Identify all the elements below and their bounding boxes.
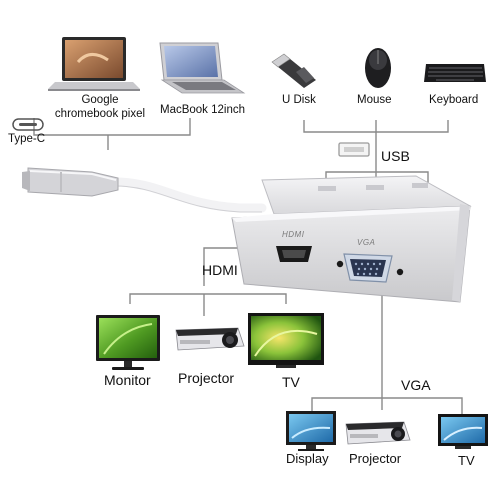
vga-group-label: VGA	[401, 377, 431, 393]
projector-icon	[176, 328, 244, 350]
usb-group-label: USB	[381, 148, 410, 164]
keyboard-label: Keyboard	[429, 94, 478, 107]
macbook-laptop-icon	[160, 43, 244, 93]
vga-projector-icon	[346, 422, 410, 444]
udisk-label: U Disk	[282, 94, 316, 107]
hdmi-tv-label: TV	[282, 374, 300, 390]
chromebook-label-line2: chromebook pixel	[40, 108, 160, 121]
vga-projector-label: Projector	[349, 452, 401, 467]
type-c-connector-icon	[13, 119, 43, 130]
hdmi-port	[276, 246, 312, 262]
chromebook-label-line1: Google	[40, 94, 160, 107]
usb-flash-drive-icon	[272, 54, 316, 88]
keyboard-icon	[424, 64, 486, 82]
monitor-icon	[96, 315, 160, 370]
usb-port-icon	[339, 143, 369, 156]
hdmi-group-label: HDMI	[202, 262, 238, 278]
mouse-icon	[365, 48, 391, 88]
type-c-cable	[22, 168, 262, 212]
adapter-hdmi-port-label: HDMI	[282, 230, 304, 239]
adapter-vga-port-label: VGA	[357, 238, 375, 247]
display-icon	[286, 411, 336, 451]
display-label: Display	[286, 452, 329, 467]
mouse-label: Mouse	[357, 94, 392, 107]
adapter-body	[232, 176, 470, 302]
vga-tv-icon	[438, 414, 488, 449]
macbook-label: MacBook 12inch	[160, 104, 245, 117]
hdmi-projector-label: Projector	[178, 370, 234, 386]
monitor-label: Monitor	[104, 372, 151, 388]
type-c-label: Type-C	[8, 133, 45, 146]
vga-tv-label: TV	[458, 454, 475, 469]
tv-icon	[248, 313, 324, 368]
chromebook-laptop-icon	[48, 37, 140, 91]
